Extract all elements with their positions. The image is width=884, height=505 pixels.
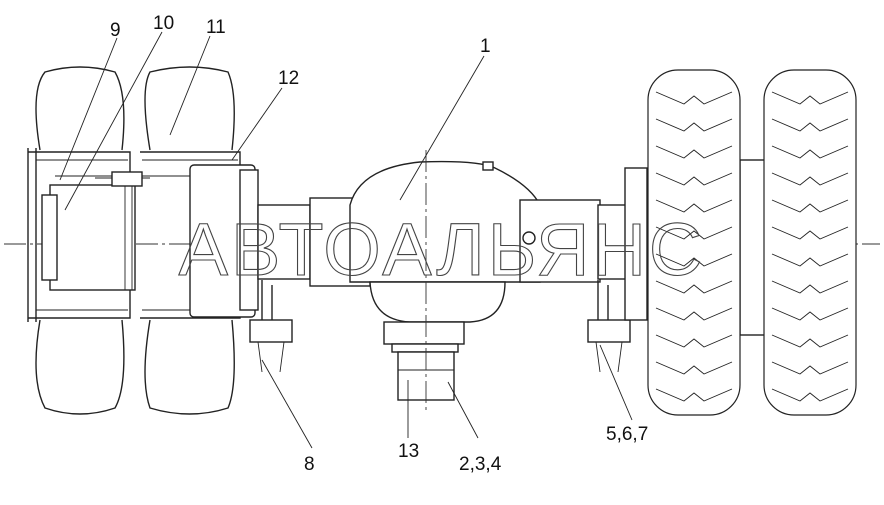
callout-9: 9 [110, 20, 121, 41]
reducer-flange-lip [391, 343, 459, 353]
watermark: АВТОАЛЬЯНС [179, 208, 706, 291]
tread-chevron [655, 253, 733, 267]
leader-8 [261, 359, 313, 449]
tread-chevron [655, 226, 733, 240]
leader-234 [447, 381, 479, 439]
tread-chevron [771, 388, 849, 402]
tread-chevron [655, 199, 733, 213]
tread-chevron [771, 307, 849, 321]
left-dual-wheel-assembly [27, 66, 259, 415]
left-outer-tyre-top [35, 66, 125, 151]
left-hub-cap [41, 194, 58, 281]
right-axle-tube [597, 204, 629, 280]
tread-chevron [771, 334, 849, 348]
tread-chevron [771, 253, 849, 267]
differential-housing [349, 160, 541, 283]
left-axle-tube [257, 204, 311, 280]
tread-chevron [655, 172, 733, 186]
right-bracket-clamp [587, 319, 631, 343]
leader-9 [59, 37, 118, 181]
right-outer-tyre [763, 69, 857, 416]
tyre-tread-pattern [655, 91, 849, 402]
right-inner-tyre [647, 69, 741, 416]
tread-chevron [655, 280, 733, 294]
callout-2-3-4: 2,3,4 [459, 454, 502, 475]
tread-chevron [771, 91, 849, 105]
tread-chevron [771, 118, 849, 132]
leader-567 [599, 344, 633, 421]
callout-8: 8 [304, 454, 315, 475]
tread-chevron [655, 145, 733, 159]
leader-lines [59, 31, 633, 449]
left-brake-drum [49, 184, 136, 291]
right-bracket-plate [597, 280, 609, 320]
right-hub-flange [624, 167, 648, 321]
drain-plug [522, 231, 536, 245]
leader-11 [169, 35, 211, 136]
tread-chevron [771, 145, 849, 159]
left-brake-fitting [111, 171, 143, 187]
tread-chevron [771, 172, 849, 186]
left-bracket-clamp [249, 319, 293, 343]
right-wheel-spacer [739, 159, 767, 336]
reducer-flange [383, 321, 465, 345]
leader-12 [231, 87, 283, 161]
right-mount-bracket [587, 280, 631, 373]
tread-chevron [655, 118, 733, 132]
callout-13: 13 [398, 441, 419, 462]
axle-housing [257, 150, 629, 410]
right-bracket-leg [595, 341, 623, 373]
left-bracket-leg [257, 341, 285, 373]
callout-11: 11 [206, 17, 226, 38]
leader-1 [399, 55, 485, 201]
left-outer-tyre-bottom [35, 319, 125, 415]
tread-chevron [771, 361, 849, 375]
tread-chevron [655, 361, 733, 375]
callout-10: 10 [153, 13, 174, 34]
left-rim-beads [36, 159, 238, 311]
callout-5-6-7: 5,6,7 [606, 424, 648, 445]
leader-10 [64, 31, 163, 211]
tread-chevron [771, 226, 849, 240]
callout-1: 1 [480, 36, 491, 57]
left-mount-bracket [249, 280, 293, 373]
tread-chevron [655, 91, 733, 105]
callout-12: 12 [278, 68, 299, 89]
right-dual-wheel-assembly [624, 69, 857, 416]
left-inner-tyre-top [144, 66, 235, 151]
left-bracket-plate [261, 280, 273, 320]
tread-chevron [655, 334, 733, 348]
breather [482, 161, 494, 171]
tread-chevron [771, 280, 849, 294]
right-axle-sleeve [519, 199, 601, 283]
tread-chevron [771, 199, 849, 213]
main-reducer-housing [369, 281, 506, 323]
tread-chevron [655, 388, 733, 402]
left-inner-tyre-bottom [144, 319, 235, 415]
tread-chevron [655, 307, 733, 321]
left-outer-rim-flange [27, 148, 37, 322]
